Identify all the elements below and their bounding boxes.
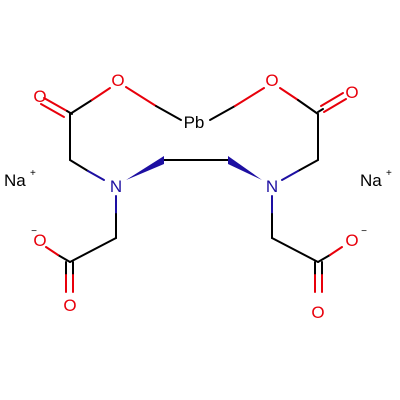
counter-ion-na-left: Na	[4, 171, 26, 190]
atom-pb: Pb	[184, 113, 205, 132]
atom-labels: O O Pb O O N N O − O O − O	[31, 71, 367, 322]
atom-o-carbonyl-top-left: O	[33, 87, 46, 106]
atom-o-anion-right: O	[345, 231, 358, 250]
atom-n-left: N	[110, 177, 122, 196]
charge-o-anion-right: −	[361, 226, 367, 237]
atom-o-carbonyl-top-right: O	[345, 83, 358, 102]
bond-c-o-double-top-right	[317, 92, 347, 113]
counter-ion-na-left-charge: +	[30, 168, 36, 179]
bond-c-o-anion-right	[317, 246, 343, 263]
bond-ch2-c-bottom-left	[69, 237, 117, 263]
atom-o-carbonyl-bottom-right: O	[311, 303, 324, 322]
bond-o-pb-right	[209, 87, 265, 121]
bond-c-o-anion-left	[45, 246, 71, 263]
atom-o-ring-right: O	[265, 71, 278, 90]
counter-ions: Na + Na +	[4, 168, 392, 190]
bond-ch2-n-top-right	[281, 159, 319, 181]
bond-o-pb-left	[125, 86, 182, 121]
bond-c-o-ring-right	[279, 87, 319, 115]
atom-o-anion-left: O	[33, 231, 46, 250]
wedge-bond-left	[126, 156, 164, 180]
wedge-bond-right	[228, 156, 262, 180]
atom-o-carbonyl-bottom-left: O	[63, 296, 76, 315]
charge-o-anion-left: −	[31, 226, 37, 237]
bond-c-o-double-bottom-right	[314, 261, 323, 293]
bonds	[40, 86, 347, 293]
counter-ion-na-right-charge: +	[386, 168, 392, 179]
bond-c-o-ring-left	[69, 87, 111, 115]
counter-ion-na-right: Na	[360, 171, 382, 190]
bond-ch2-c-bottom-right	[271, 237, 319, 263]
atom-o-ring-left: O	[111, 71, 124, 90]
bond-c-o-double-bottom-left	[65, 261, 74, 293]
atom-n-right: N	[266, 177, 278, 196]
bond-ch2-n-top-left	[69, 159, 105, 181]
